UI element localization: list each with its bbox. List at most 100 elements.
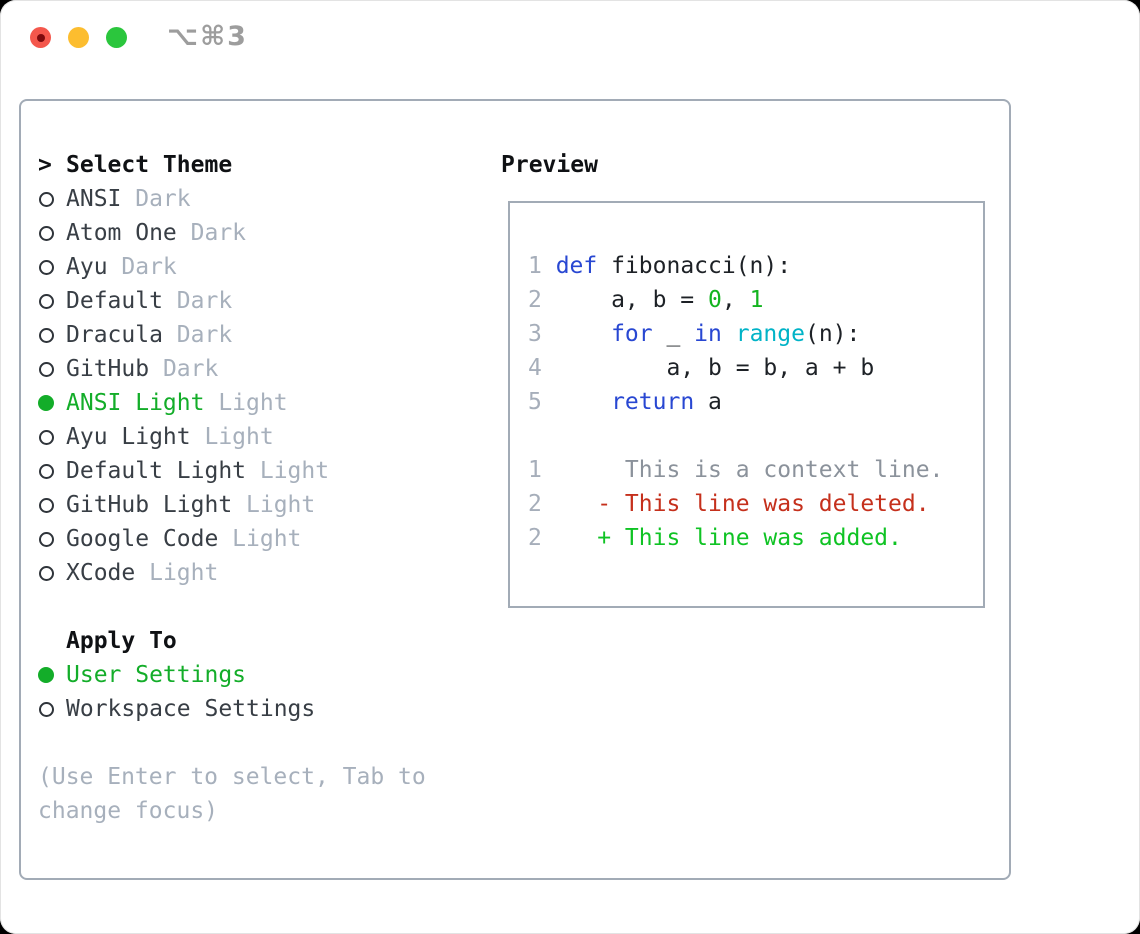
- theme-name: ANSI Light: [66, 390, 205, 416]
- code-token: (n):: [804, 321, 861, 347]
- code-token: a: [694, 389, 722, 415]
- radio-unselected-icon: [39, 327, 54, 343]
- radio-unselected-icon: [39, 259, 54, 275]
- code-token: _: [652, 321, 695, 347]
- code-line-1: 2 a, b = 0, 1: [528, 283, 983, 317]
- theme-name: Ayu Light: [66, 424, 191, 450]
- code-token: 0: [708, 287, 722, 313]
- theme-option-10[interactable]: Google Code Light: [38, 522, 329, 556]
- theme-option-0[interactable]: ANSI Dark: [38, 182, 329, 216]
- apply-to-option-1[interactable]: Workspace Settings: [38, 692, 315, 726]
- radio-unselected-icon: [39, 361, 54, 377]
- minimize-button[interactable]: [68, 27, 89, 48]
- code-token: a, b =: [555, 287, 709, 313]
- code-token: + This line was added.: [555, 525, 902, 551]
- theme-variant: Light: [259, 458, 330, 484]
- theme-option-4[interactable]: Dracula Dark: [38, 318, 329, 352]
- hint-line-1: (Use Enter to select, Tab to: [38, 764, 426, 790]
- radio-selected-icon: [38, 395, 54, 411]
- hint-text: (Use Enter to select, Tab to change focu…: [38, 760, 426, 828]
- code-line-2: 3 for _ in range(n):: [528, 317, 983, 351]
- close-dot-icon: [36, 33, 45, 42]
- theme-variant: Light: [204, 424, 274, 450]
- code-token: fibonacci(n):: [597, 253, 792, 279]
- theme-list-header: > Select Theme: [38, 148, 329, 182]
- theme-variant: Dark: [162, 356, 219, 382]
- radio-unselected-icon: [39, 531, 54, 547]
- line-number: 2: [528, 287, 542, 313]
- theme-variant: Light: [232, 526, 302, 552]
- theme-option-8[interactable]: Default Light Light: [38, 454, 329, 488]
- zoom-button[interactable]: [106, 27, 127, 48]
- radio-unselected-icon: [39, 701, 54, 717]
- theme-variant: Light: [246, 492, 316, 518]
- theme-variant: Dark: [135, 186, 191, 212]
- apply-to-title: Apply To: [66, 628, 177, 654]
- theme-option-9[interactable]: GitHub Light Light: [38, 488, 329, 522]
- radio-unselected-icon: [39, 497, 54, 513]
- code-token: [722, 321, 736, 347]
- radio-unselected-icon: [39, 429, 54, 445]
- hint-line-2: change focus): [38, 798, 219, 824]
- theme-option-7[interactable]: Ayu Light Light: [38, 420, 329, 454]
- line-number: 2: [528, 491, 542, 517]
- radio-unselected-icon: [39, 565, 54, 581]
- theme-option-11[interactable]: XCode Light: [38, 556, 329, 590]
- code-token: [556, 321, 611, 347]
- radio-unselected-icon: [39, 463, 54, 479]
- radio-unselected-icon: [39, 191, 54, 207]
- line-number: 4: [528, 355, 542, 381]
- code-line-6: 1 This is a context line.: [528, 453, 983, 487]
- apply-to-header: Apply To: [38, 624, 315, 658]
- code-token: range: [735, 321, 805, 347]
- code-token: return: [611, 389, 695, 415]
- code-token: This is a context line.: [555, 457, 944, 483]
- code-token: [556, 389, 611, 415]
- code-token: for: [611, 321, 653, 347]
- code-line-4: 5 return a: [528, 385, 983, 419]
- theme-settings-panel: [19, 99, 1011, 880]
- apply-to-option-0[interactable]: User Settings: [38, 658, 315, 692]
- theme-variant: Dark: [176, 288, 233, 314]
- radio-unselected-icon: [39, 225, 54, 241]
- theme-option-6[interactable]: ANSI Light Light: [38, 386, 329, 420]
- keyboard-shortcut-label: ⌥⌘3: [167, 21, 248, 52]
- apply-to-label: Workspace Settings: [66, 696, 316, 722]
- theme-variant: Dark: [190, 220, 247, 246]
- theme-variant: Dark: [176, 322, 233, 348]
- apply-to-label: User Settings: [66, 662, 247, 688]
- line-number: 1: [528, 253, 542, 279]
- theme-name: Dracula: [66, 322, 163, 348]
- theme-name: Google Code: [66, 526, 219, 552]
- theme-list-title: Select Theme: [66, 152, 233, 178]
- code-line-7: 2 - This line was deleted.: [528, 487, 983, 521]
- radio-unselected-icon: [39, 293, 54, 309]
- theme-option-1[interactable]: Atom One Dark: [38, 216, 329, 250]
- theme-variant: Light: [149, 560, 219, 586]
- theme-name: GitHub Light: [66, 492, 233, 518]
- code-line-3: 4 a, b = b, a + b: [528, 351, 983, 385]
- radio-selected-icon: [38, 667, 54, 683]
- theme-name: Default Light: [66, 458, 247, 484]
- code-token: in: [694, 321, 722, 347]
- code-token: ,: [721, 287, 750, 313]
- line-number: 1: [528, 457, 542, 483]
- theme-name: ANSI: [66, 186, 122, 212]
- code-token: - This line was deleted.: [555, 491, 930, 517]
- theme-variant: Light: [218, 390, 288, 416]
- theme-variant: Dark: [121, 254, 177, 280]
- theme-name: Atom One: [66, 220, 177, 246]
- line-number: 5: [528, 389, 542, 415]
- theme-name: XCode: [66, 560, 136, 586]
- focus-caret-icon: >: [38, 152, 52, 178]
- close-button[interactable]: [30, 27, 51, 48]
- line-number: 3: [528, 321, 542, 347]
